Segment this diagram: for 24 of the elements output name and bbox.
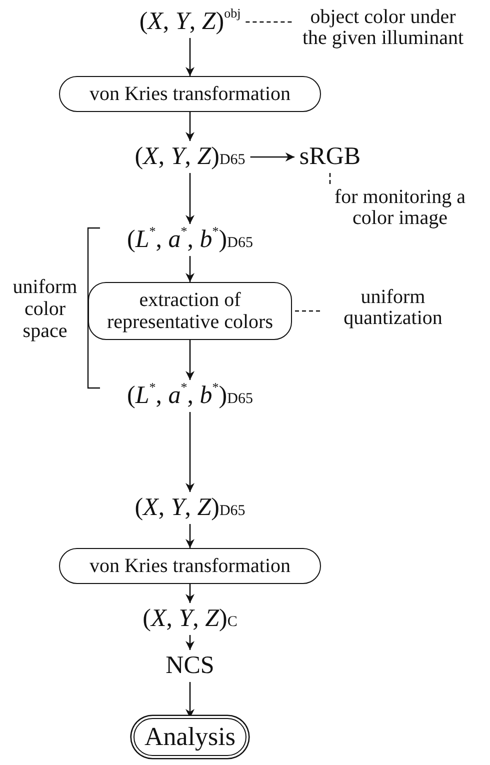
arrow — [250, 152, 294, 162]
system-label: NCS — [164, 650, 216, 682]
process-box: von Kries transformation — [59, 76, 321, 112]
arrow — [186, 340, 194, 380]
leader-line — [295, 310, 320, 312]
process-box: von Kries transformation — [59, 548, 321, 584]
arrow — [186, 38, 194, 76]
annotation-text: uniform quantization — [323, 286, 463, 330]
terminal-box: Analysis — [134, 718, 246, 756]
arrow — [186, 412, 194, 492]
leader-line — [329, 173, 331, 186]
color-formula: (X, Y, Z)$^{obj}$ — [137, 6, 243, 38]
annotation-text: object color under the given illuminant — [296, 6, 470, 50]
arrow — [186, 584, 194, 603]
leader-line — [246, 21, 292, 23]
arrow — [186, 256, 194, 282]
annotation-text: for monitoring a color image — [320, 186, 480, 230]
arrow — [186, 112, 194, 141]
arrow — [186, 524, 194, 548]
arrow — [186, 173, 194, 224]
process-box: extraction of representative colors — [88, 282, 292, 340]
group-label: uniform color space — [12, 276, 78, 342]
arrow — [186, 635, 194, 650]
output-label: sRGB — [297, 141, 363, 173]
